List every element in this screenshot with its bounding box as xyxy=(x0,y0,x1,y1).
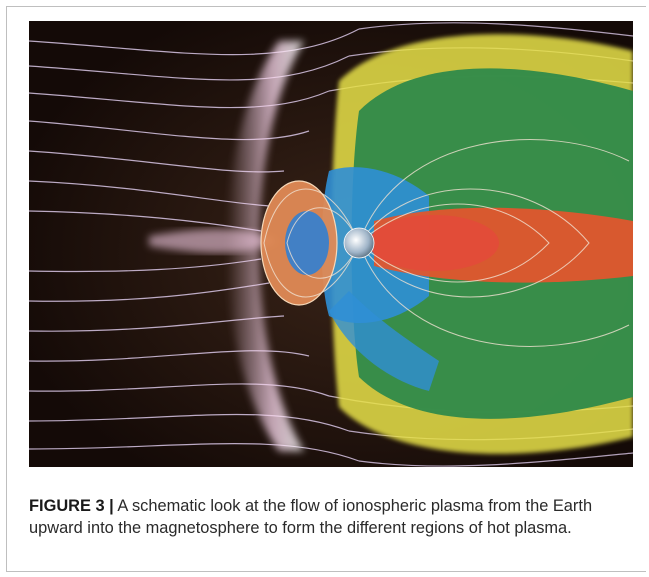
earth xyxy=(344,228,374,258)
magnetosphere-illustration xyxy=(29,21,633,467)
figure-caption: FIGURE 3 | A schematic look at the flow … xyxy=(29,496,629,539)
caption-text: A schematic look at the flow of ionosphe… xyxy=(29,497,592,537)
caption-separator: | xyxy=(109,497,114,515)
figure-label: FIGURE 3 xyxy=(29,497,105,515)
